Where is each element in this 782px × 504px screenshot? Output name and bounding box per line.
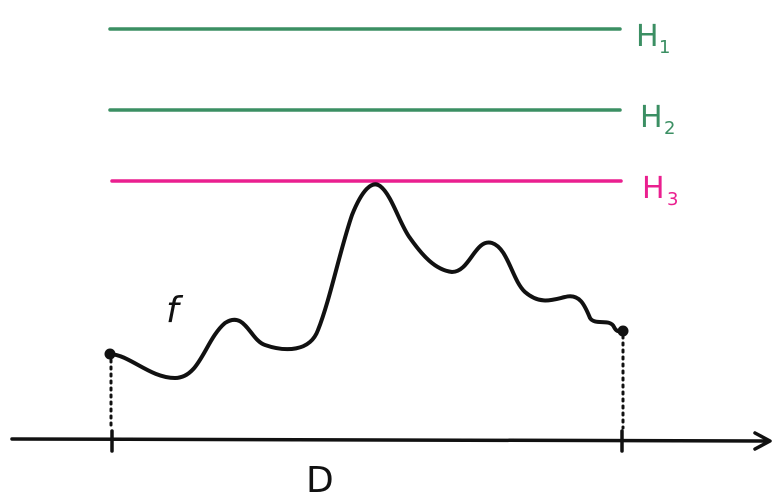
label-h2-sub: 2: [664, 118, 675, 139]
axis-arrowhead: [753, 431, 772, 451]
label-h3-main: H: [642, 171, 665, 206]
domain-axis: [10, 437, 770, 443]
label-h3-sub: 3: [667, 189, 678, 210]
curve-left-endpoint: [104, 348, 116, 360]
curve-right-endpoint: [617, 325, 629, 337]
label-h1-main: H: [636, 19, 659, 54]
label-h1: H 1: [636, 19, 670, 58]
label-h1-sub: 1: [659, 37, 670, 58]
function-label-f: f: [166, 290, 184, 331]
label-h2-main: H: [640, 100, 663, 135]
label-h3: H 3: [642, 171, 678, 210]
domain-label-d: D: [306, 460, 334, 501]
function-curve: [108, 182, 624, 380]
label-h2: H 2: [640, 100, 675, 139]
